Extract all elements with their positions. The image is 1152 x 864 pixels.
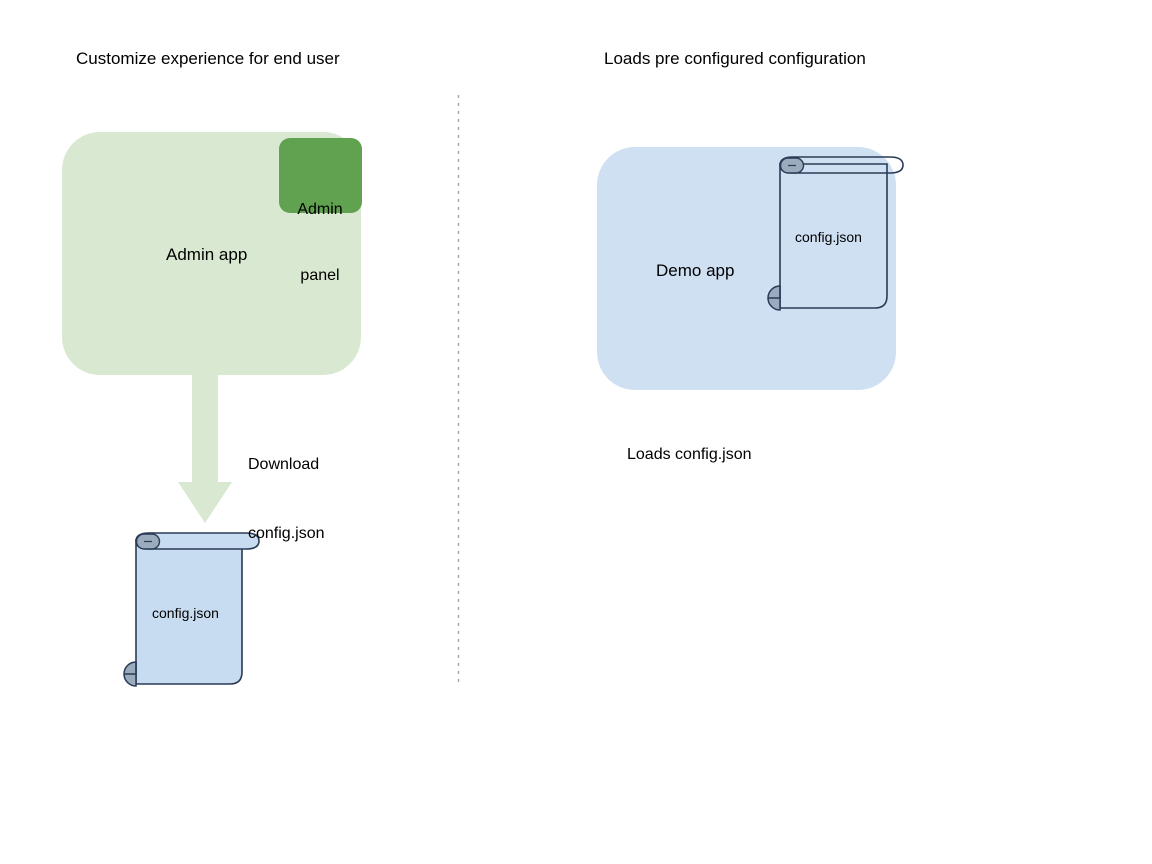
document-left-bottom-curl-notch [124,662,137,675]
download-arrow-label-line2: config.json [248,524,325,542]
download-arrow-label: Download config.json [248,409,325,591]
admin-panel-label-line2: panel [300,267,340,285]
admin-panel-label[interactable]: Admin panel [288,155,352,332]
document-right-label: config.json [795,229,862,245]
demo-app-label: Demo app [656,261,735,280]
document-right-bottom-curl-notch [768,286,781,299]
right-column-title: Loads pre configured configuration [604,49,866,68]
loads-config-caption: Loads config.json [627,446,752,463]
demo-app-box [597,147,896,390]
download-arrow [178,360,232,523]
document-left-body [135,539,243,685]
admin-panel-label-line1: Admin [297,201,343,219]
document-right-top-roll [779,156,904,174]
admin-app-label: Admin app [166,245,248,264]
left-column-title: Customize experience for end user [76,49,340,68]
document-right-body [779,163,888,309]
document-left-top-roll [135,532,260,550]
download-arrow-label-line1: Download [248,456,320,474]
document-left-label: config.json [152,605,219,621]
admin-panel-box [279,138,362,213]
